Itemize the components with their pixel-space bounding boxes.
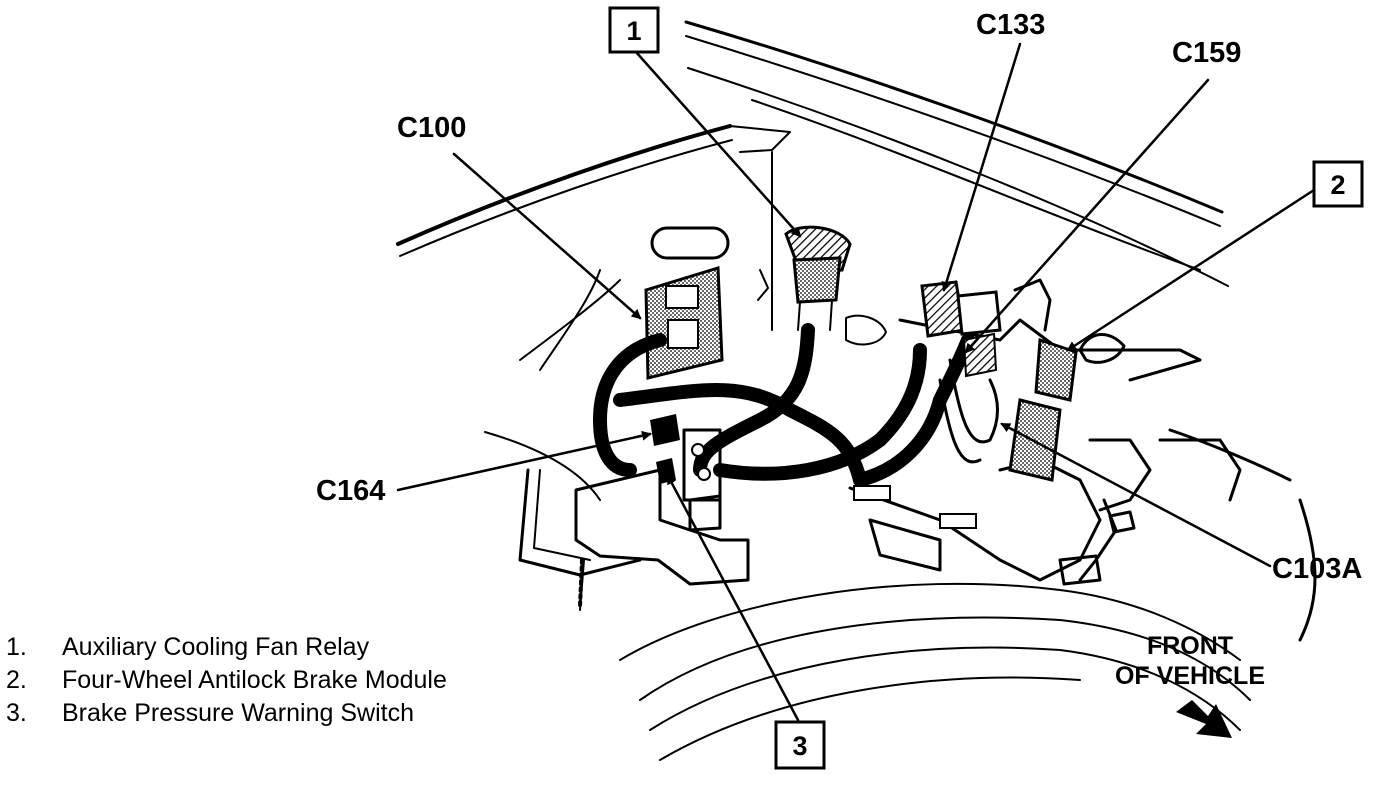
fender-lines xyxy=(396,124,791,371)
front-of-vehicle-indicator: FRONT OF VEHICLE xyxy=(1115,632,1265,738)
legend-num-3: 3. xyxy=(6,699,27,727)
front-arrow-icon xyxy=(1176,700,1232,738)
four-wheel-antilock-brake-module xyxy=(1008,333,1126,482)
front-label-line1: FRONT xyxy=(1147,632,1233,660)
callout-number-1: 1 xyxy=(626,16,641,46)
label-c100: C100 xyxy=(397,112,466,144)
callout-box-1: 1 xyxy=(608,6,660,54)
callout-number-3: 3 xyxy=(792,731,807,761)
abs-module-mount xyxy=(848,278,1292,586)
legend: 1. Auxiliary Cooling Fan Relay 2. Four-W… xyxy=(6,633,447,727)
label-c103a: C103A xyxy=(1272,553,1362,585)
leader-lines xyxy=(396,42,1316,722)
hood-edge-lines xyxy=(684,20,1229,287)
left-frame-bracket xyxy=(484,431,642,611)
label-c133: C133 xyxy=(976,9,1045,41)
label-c159: C159 xyxy=(1172,37,1241,69)
brake-pressure-switch-bracket xyxy=(574,414,750,586)
legend-num-2: 2. xyxy=(6,666,27,694)
front-label-line2: OF VEHICLE xyxy=(1115,662,1265,690)
wire-harness xyxy=(593,323,999,487)
legend-text-3: Brake Pressure Warning Switch xyxy=(62,699,414,727)
legend-num-1: 1. xyxy=(6,633,27,661)
callout-box-3: 3 xyxy=(774,720,826,770)
callout-box-2: 2 xyxy=(1312,160,1364,208)
legend-text-2: Four-Wheel Antilock Brake Module xyxy=(62,666,447,694)
label-c164: C164 xyxy=(316,475,385,507)
callout-number-2: 2 xyxy=(1330,170,1345,200)
c100-connector-body xyxy=(644,265,724,380)
auxiliary-cooling-fan-relay-body xyxy=(784,225,887,346)
legend-text-1: Auxiliary Cooling Fan Relay xyxy=(62,633,370,661)
relay-cover-oval xyxy=(650,226,730,260)
lower-right-strut xyxy=(1298,498,1317,642)
wheel-well-arcs xyxy=(619,582,1251,761)
